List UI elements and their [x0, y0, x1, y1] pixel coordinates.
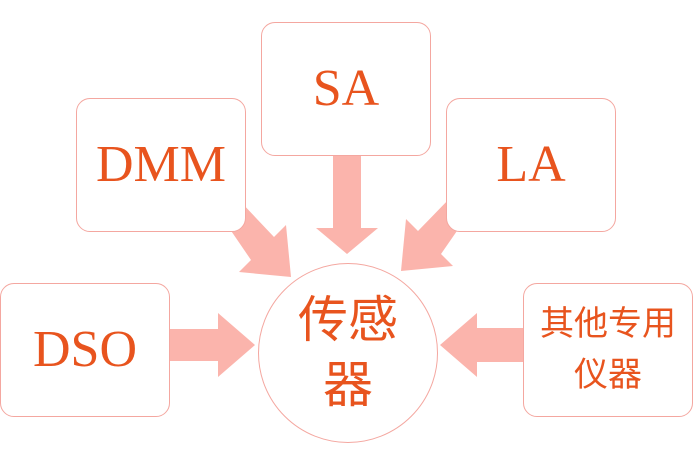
node-dso-label: DSO — [32, 321, 138, 378]
node-sensor-label-line1: 传感 — [298, 291, 398, 349]
arrow-dso-to-sensor — [169, 313, 255, 377]
node-dmm-label: DMM — [95, 136, 227, 193]
node-dso: DSO — [0, 283, 170, 417]
node-sensor-label-line2: 器 — [323, 356, 373, 414]
node-other-label-line2: 仪器 — [574, 355, 642, 395]
node-dmm: DMM — [76, 98, 246, 232]
node-sa-label: SA — [312, 60, 380, 117]
node-la: LA — [446, 98, 616, 232]
arrow-other-to-sensor — [440, 313, 524, 377]
node-sensor: 传感 器 — [258, 263, 438, 443]
node-la-label: LA — [496, 136, 566, 193]
node-other-label-line1: 其他专用 — [540, 304, 676, 344]
arrow-sa-to-sensor — [316, 156, 378, 254]
node-sa: SA — [261, 22, 431, 156]
node-other-instruments: 其他专用 仪器 — [523, 283, 693, 417]
